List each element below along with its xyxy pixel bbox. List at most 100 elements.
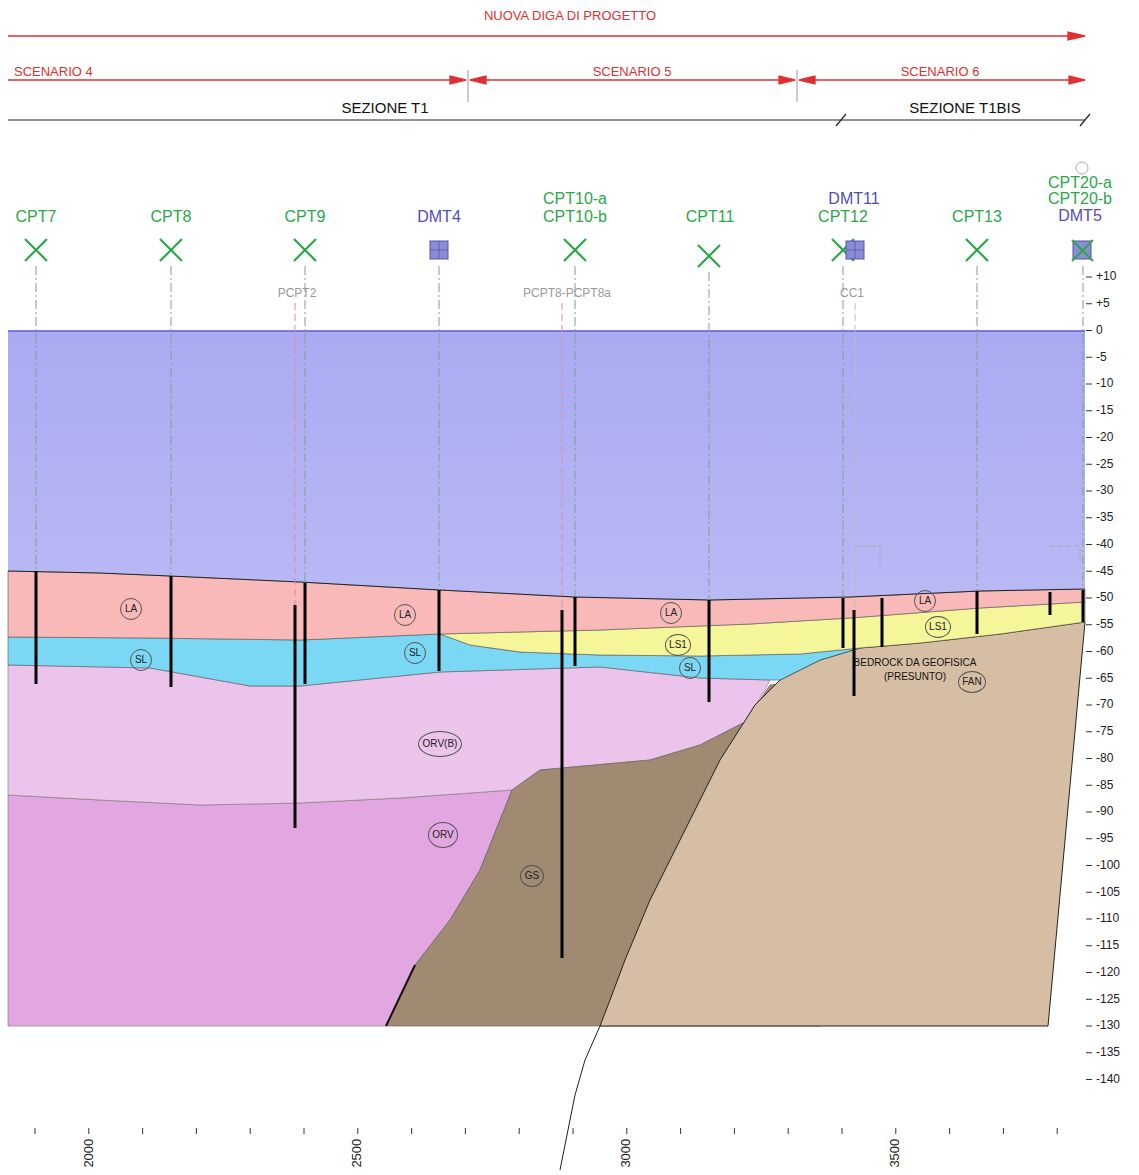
- section-label: SEZIONE T1BIS: [909, 100, 1020, 117]
- axis-tick: [1086, 785, 1092, 786]
- probe-name: CPT7: [16, 208, 57, 226]
- axis-tick: [895, 1128, 896, 1134]
- depth-value: +5: [1096, 297, 1110, 310]
- probe-name: CPT10-b: [543, 208, 607, 226]
- old-probe-name: PCPT8-PCPT8a: [523, 287, 611, 300]
- axis-tick: [1003, 1128, 1004, 1134]
- distance-value: 2500: [351, 1139, 365, 1168]
- axis-tick: [1086, 410, 1092, 411]
- layer-tag: LA: [120, 598, 142, 620]
- axis-tick: [465, 1128, 466, 1134]
- axis-tick: [35, 1128, 36, 1134]
- depth-value: -125: [1096, 993, 1120, 1006]
- probe-name: CPT20-a: [1048, 174, 1112, 192]
- depth-value: -60: [1096, 645, 1113, 658]
- axis-tick: [788, 1128, 789, 1134]
- depth-value: -130: [1096, 1019, 1120, 1032]
- depth-value: -10: [1096, 377, 1113, 390]
- axis-tick: [1086, 464, 1092, 465]
- depth-value: -25: [1096, 458, 1113, 471]
- axis-tick: [680, 1128, 681, 1134]
- layer-code: LA: [399, 610, 411, 620]
- axis-tick: [1086, 838, 1092, 839]
- layer-code: LS1: [669, 640, 687, 650]
- layer-tag: LA: [914, 590, 936, 612]
- axis-tick: [1086, 517, 1092, 518]
- axis-tick: [1086, 571, 1092, 572]
- axis-tick: [1086, 1079, 1092, 1080]
- section-label: SEZIONE T1: [341, 100, 428, 117]
- layer-code: ORV(B): [423, 739, 458, 749]
- probe-name: CPT13: [952, 208, 1002, 226]
- axis-tick: [949, 1128, 950, 1134]
- axis-tick: [1086, 865, 1092, 866]
- axis-tick: [1086, 945, 1092, 946]
- layer-code: LA: [665, 608, 677, 618]
- axis-tick: [1086, 437, 1092, 438]
- axis-tick: [1086, 705, 1092, 706]
- depth-value: -105: [1096, 886, 1120, 899]
- probe-name: CPT12: [818, 208, 868, 226]
- axis-tick: [1086, 812, 1092, 813]
- depth-value: -140: [1096, 1073, 1120, 1086]
- depth-value: -55: [1096, 618, 1113, 631]
- old-probe-name: CC1: [840, 287, 864, 300]
- probe-name: DMT4: [417, 208, 461, 226]
- probe-name: CPT9: [285, 208, 326, 226]
- axis-tick: [1086, 892, 1092, 893]
- distance-value: 2000: [82, 1139, 96, 1168]
- layer-tag: SL: [404, 642, 426, 664]
- depth-value: -5: [1096, 351, 1107, 364]
- probe-name: CPT8: [151, 208, 192, 226]
- distance-value: 3000: [619, 1139, 633, 1168]
- axis-tick: [519, 1128, 520, 1134]
- axis-tick: [1086, 919, 1092, 920]
- depth-value: -100: [1096, 859, 1120, 872]
- axis-tick: [304, 1128, 305, 1134]
- axis-tick: [1086, 384, 1092, 385]
- depth-value: -70: [1096, 698, 1113, 711]
- layer-tag: SL: [679, 657, 701, 679]
- depth-value: -110: [1096, 912, 1119, 925]
- axis-tick: [1086, 1026, 1092, 1027]
- old-probe-name: PCPT2: [278, 287, 317, 300]
- layer-tag: LA: [394, 604, 416, 626]
- probe-name: CPT20-b: [1048, 190, 1112, 208]
- depth-value: -45: [1096, 565, 1113, 578]
- scenario-label: SCENARIO 6: [901, 65, 980, 79]
- depth-value: -90: [1096, 805, 1113, 818]
- layer-code: SL: [684, 663, 696, 673]
- axis-tick: [1086, 303, 1092, 304]
- depth-value: -20: [1096, 431, 1113, 444]
- depth-value: -120: [1096, 966, 1120, 979]
- layer-tag: GS: [520, 865, 543, 887]
- depth-value: -40: [1096, 538, 1113, 551]
- axis-tick: [88, 1128, 89, 1134]
- layer-tag: ORV(B): [418, 731, 462, 757]
- axis-tick: [1086, 999, 1092, 1000]
- layer-tag: SL: [130, 649, 152, 671]
- scenario-label: SCENARIO 5: [593, 65, 672, 79]
- depth-value: -85: [1096, 779, 1113, 792]
- depth-value: +10: [1096, 270, 1116, 283]
- axis-tick: [573, 1128, 574, 1134]
- axis-tick: [142, 1128, 143, 1134]
- depth-value: 0: [1096, 324, 1103, 337]
- axis-tick: [842, 1128, 843, 1134]
- depth-value: -135: [1096, 1046, 1120, 1059]
- axis-tick: [626, 1128, 627, 1134]
- layer-code: ORV: [432, 830, 454, 840]
- axis-tick: [1086, 624, 1092, 625]
- axis-tick: [1057, 1128, 1058, 1134]
- note: (PRESUNTO): [884, 671, 946, 682]
- axis-tick: [1086, 1052, 1092, 1053]
- note: BEDROCK DA GEOFISICA: [854, 657, 977, 668]
- axis-tick: [1086, 491, 1092, 492]
- axis-tick: [1086, 731, 1092, 732]
- depth-value: -95: [1096, 832, 1113, 845]
- depth-value: -50: [1096, 591, 1113, 604]
- depth-value: -75: [1096, 725, 1113, 738]
- depth-value: -65: [1096, 672, 1113, 685]
